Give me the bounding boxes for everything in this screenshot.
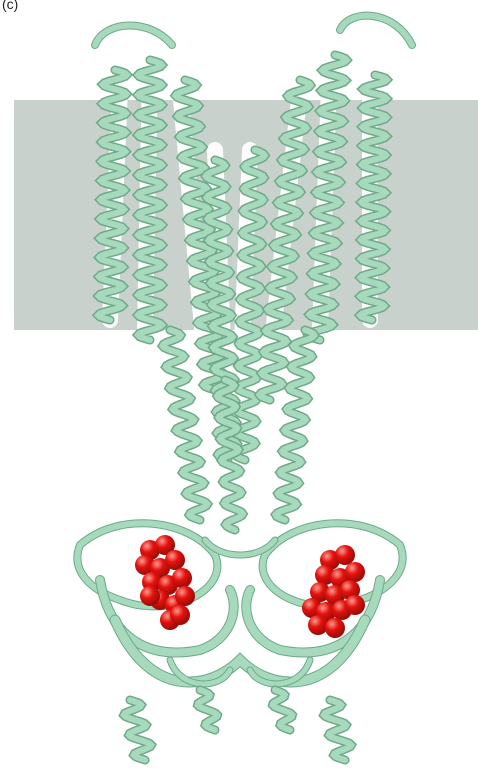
- ligand-right-atom: [325, 618, 345, 638]
- small-helix-left: [198, 690, 218, 730]
- ligand-right-atom: [345, 595, 365, 615]
- ligand-left-atom: [165, 550, 185, 570]
- ligand-right-atom: [335, 545, 355, 565]
- ligand-left-atom: [170, 605, 190, 625]
- ligand-right-atom: [308, 615, 328, 635]
- transmembrane-helices: [95, 16, 412, 530]
- ligand-right-atom: [345, 562, 365, 582]
- ligand-left-atom: [140, 586, 160, 606]
- small-helix-right: [273, 690, 293, 730]
- ligand-left-atom: [175, 586, 195, 606]
- ligand-left-atom: [172, 568, 192, 588]
